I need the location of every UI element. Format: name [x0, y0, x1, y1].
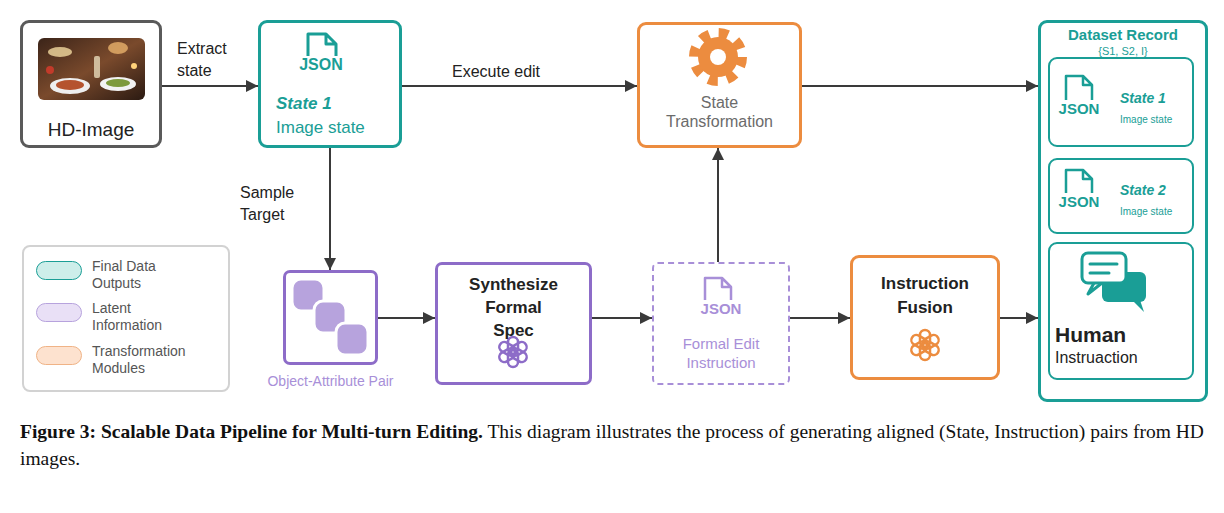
edge-label: Sample Target [240, 182, 310, 226]
flow-arrow [162, 85, 258, 87]
edge-label: Extract state [177, 38, 247, 82]
transform-module: Instruction Fusion [850, 255, 1000, 380]
module-label: Synthesize Formal Spec [465, 273, 562, 342]
instruction-subtitle: Instruaction [1055, 348, 1138, 367]
flow-arrow [329, 148, 331, 270]
flow-arrow [378, 317, 435, 319]
legend-swatch [36, 303, 82, 322]
flow-arrow [1000, 317, 1038, 319]
transform-module: State Transformation [637, 22, 802, 148]
llm-logo [498, 337, 529, 367]
legend-row: Latent Information [24, 300, 228, 340]
legend-box: Final Data OutputsLatent InformationTran… [22, 245, 230, 392]
figure-caption: Figure 3: Scalable Data Pipeline for Mul… [20, 418, 1216, 472]
flow-arrow [402, 85, 637, 87]
legend-label: Final Data Outputs [92, 258, 204, 292]
gear-icon [694, 33, 742, 81]
state-title: State 2 [1120, 182, 1166, 199]
state-box: JSON State 1 Image state [258, 20, 402, 148]
flow-arrow [802, 85, 1038, 87]
legend-label: Latent Information [92, 300, 204, 334]
legend-row: Transformation Modules [24, 343, 228, 383]
legend-row: Final Data Outputs [24, 258, 228, 298]
json-badge: JSON [696, 300, 746, 317]
state-card: JSON State 2 Image state [1048, 158, 1194, 234]
llm-logo [910, 330, 941, 360]
flow-arrow [717, 148, 719, 262]
state-subtitle: Image state [276, 118, 365, 138]
image-input-box: HD-Image [20, 20, 162, 148]
dataset-record: Dataset Record{S1, S2, I}JSONState 1Imag… [1038, 20, 1208, 402]
instruction-card: HumanInstruaction [1048, 242, 1194, 380]
record-heading: Dataset Record [1041, 26, 1205, 44]
legend-label: Transformation Modules [92, 343, 204, 377]
state-title: State 1 [1120, 90, 1166, 107]
flow-arrow [790, 317, 850, 319]
legend-swatch [36, 346, 82, 365]
box-label: HD-Image [23, 118, 159, 141]
state-card: JSON State 1 Image state [1048, 57, 1194, 147]
module-label: State Transformation [660, 93, 779, 131]
edge-label: Execute edit [452, 62, 540, 81]
instruction-title: Human [1055, 322, 1126, 347]
flow-arrow [592, 317, 652, 319]
latent-label: Object-Attribute Pair [264, 373, 397, 390]
json-badge: JSON [1055, 100, 1103, 117]
food-photo [38, 38, 145, 100]
state-subtitle: Image state [1120, 206, 1172, 218]
state-subtitle: Image state [1120, 114, 1172, 126]
json-badge: JSON [1055, 193, 1103, 210]
json-badge: JSON [296, 56, 346, 74]
module-label: Instruction Fusion [870, 272, 980, 320]
object-attribute-icon [292, 279, 368, 355]
caption-lead: Figure 3: Scalable Data Pipeline for Mul… [20, 421, 483, 442]
transform-module: Synthesize Formal Spec [435, 262, 592, 385]
latent-box: Object-Attribute Pair [283, 270, 378, 365]
latent-box: JSON Formal Edit Instruction [652, 262, 790, 385]
state-title: State 1 [276, 94, 332, 114]
chat-icon [1082, 253, 1146, 312]
legend-swatch [36, 261, 82, 280]
latent-label: Formal Edit Instruction [656, 334, 786, 372]
